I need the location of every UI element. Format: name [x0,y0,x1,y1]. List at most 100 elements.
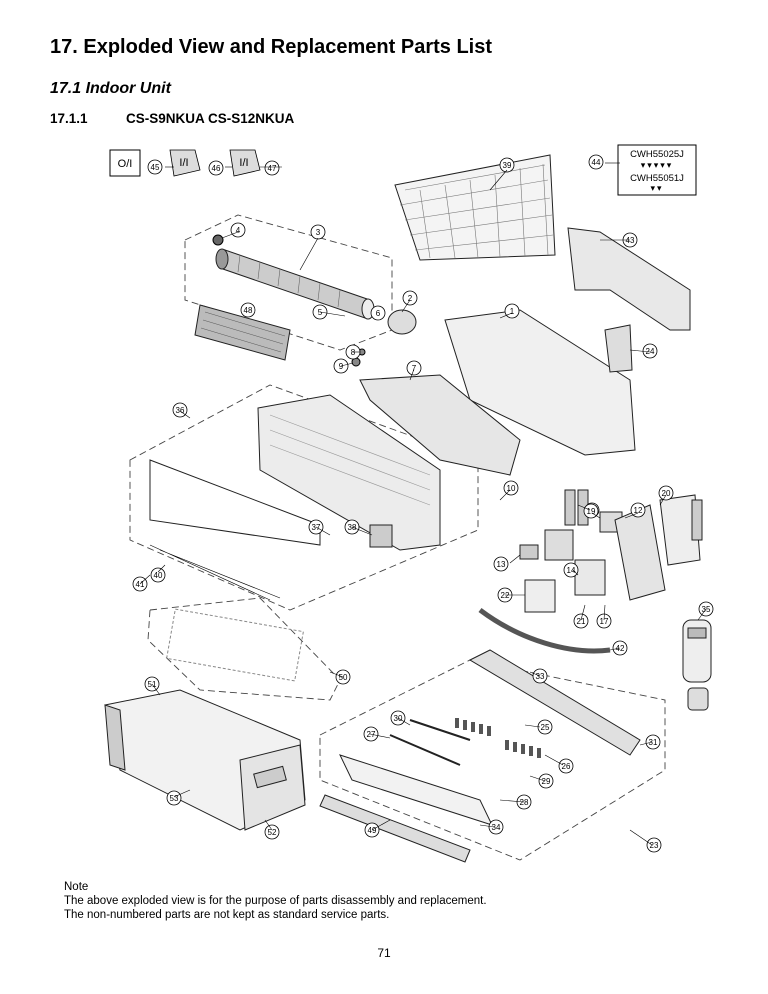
manual-ii-booklet-1 [169,149,201,177]
callout-label-29: 29 [542,777,551,786]
callout-34: 34 [488,819,504,835]
callout-label-52: 52 [268,828,277,837]
callout-label-33: 33 [536,672,545,681]
callout-39: 39 [499,157,515,173]
callout-53: 53 [166,790,182,806]
callout-13: 13 [493,556,509,572]
page-number: 71 [377,946,391,960]
callout-25: 25 [537,719,553,735]
callout-19: 19 [583,503,599,519]
callout-12: 12 [630,502,646,518]
callout-label-6: 6 [376,309,381,318]
note-line-1: The above exploded view is for the purpo… [64,895,487,907]
callout-44: 44 [588,154,604,170]
callout-20: 20 [658,485,674,501]
bearing-4 [212,234,224,246]
louver-blades [455,718,541,758]
callout-14: 14 [563,562,579,578]
callout-label-36: 36 [176,406,185,415]
callout-label-19: 19 [587,507,596,516]
callout-4: 4 [230,222,246,238]
manual-ii-label-1: I/I [179,157,188,169]
callout-29: 29 [538,773,554,789]
callout-label-8: 8 [351,348,356,357]
callout-label-45: 45 [151,163,160,172]
callout-3: 3 [310,224,326,240]
wire-40 [149,544,281,601]
callout-1: 1 [504,303,520,319]
callout-label-14: 14 [567,566,576,575]
vane-49 [319,794,471,863]
callout-label-3: 3 [316,228,321,237]
callout-52: 52 [264,824,280,840]
callout-label-13: 13 [497,560,506,569]
callout-label-42: 42 [616,644,625,653]
manual-oi-box [109,149,141,177]
screw-box-code-2: CWH55051J [630,173,684,184]
section-heading: 17. Exploded View and Replacement Parts … [50,36,493,58]
screw-box: CWH55025J ▾▾▾▾▾ CWH55051J ▾▾ [617,144,697,196]
screw-box-code-1: CWH55025J [630,149,684,160]
callout-label-10: 10 [507,484,516,493]
air-filter-39 [394,154,556,261]
callout-label-12: 12 [634,506,643,515]
callout-17: 17 [596,613,612,629]
callout-label-31: 31 [649,738,658,747]
manual-ii-label-2: I/I [239,157,248,169]
callout-46: 46 [208,160,224,176]
callout-label-17: 17 [600,617,609,626]
callout-label-25: 25 [541,723,550,732]
callout-26: 26 [558,758,574,774]
leader-lines [139,162,707,846]
note-block: Note The above exploded view is for the … [64,880,487,922]
callout-label-34: 34 [492,823,501,832]
callout-36: 36 [172,402,188,418]
screw-box-frame [617,144,697,196]
note-line-2: The non-numbered parts are not kept as s… [64,909,390,921]
callout-label-38: 38 [348,523,357,532]
model-names: CS-S9NKUA CS-S12NKUA [126,111,295,126]
callout-label-41: 41 [136,580,145,589]
callout-23: 23 [646,837,662,853]
callout-label-4: 4 [236,226,241,235]
callout-40: 40 [150,567,166,583]
callout-label-20: 20 [662,489,671,498]
mounting-plate-43 [567,227,691,331]
drain-pan-33 [468,649,641,756]
callout-48: 48 [240,302,256,318]
cross-flow-fan-3 [215,248,375,320]
remote-control-35 [682,619,712,711]
shaft-30 [409,719,471,741]
callout-24: 24 [642,343,658,359]
electronic-parts [519,489,703,613]
manual-oi-label: O/I [118,158,133,170]
fan-motor-2 [387,309,417,335]
callout-label-7: 7 [412,364,417,373]
callout-31: 31 [645,734,661,750]
note-title: Note [64,881,89,893]
callout-label-48: 48 [244,306,253,315]
filter-50 [166,608,304,682]
callout-label-5: 5 [318,308,323,317]
cabinet-front-36 [257,394,441,551]
callout-label-2: 2 [408,294,413,303]
callout-label-44: 44 [592,158,601,167]
bracket-24 [604,324,633,373]
evaporator-7 [359,374,521,476]
callout-label-9: 9 [339,362,344,371]
callout-label-47: 47 [268,164,277,173]
filter-50-outline [147,597,341,701]
callout-label-23: 23 [650,841,659,850]
callout-label-21: 21 [577,617,586,626]
callout-label-39: 39 [503,161,512,170]
callout-10: 10 [503,480,519,496]
screw-icons-1: ▾▾▾▾▾ [641,160,674,170]
callout-label-50: 50 [339,673,348,682]
callout-label-40: 40 [154,571,163,580]
callout-label-22: 22 [501,591,510,600]
filter-48 [194,304,291,361]
subsection-heading: 17.1 Indoor Unit [50,80,171,97]
callout-label-35: 35 [702,605,711,614]
drain-hose-42 [478,607,611,654]
callout-45: 45 [147,159,163,175]
